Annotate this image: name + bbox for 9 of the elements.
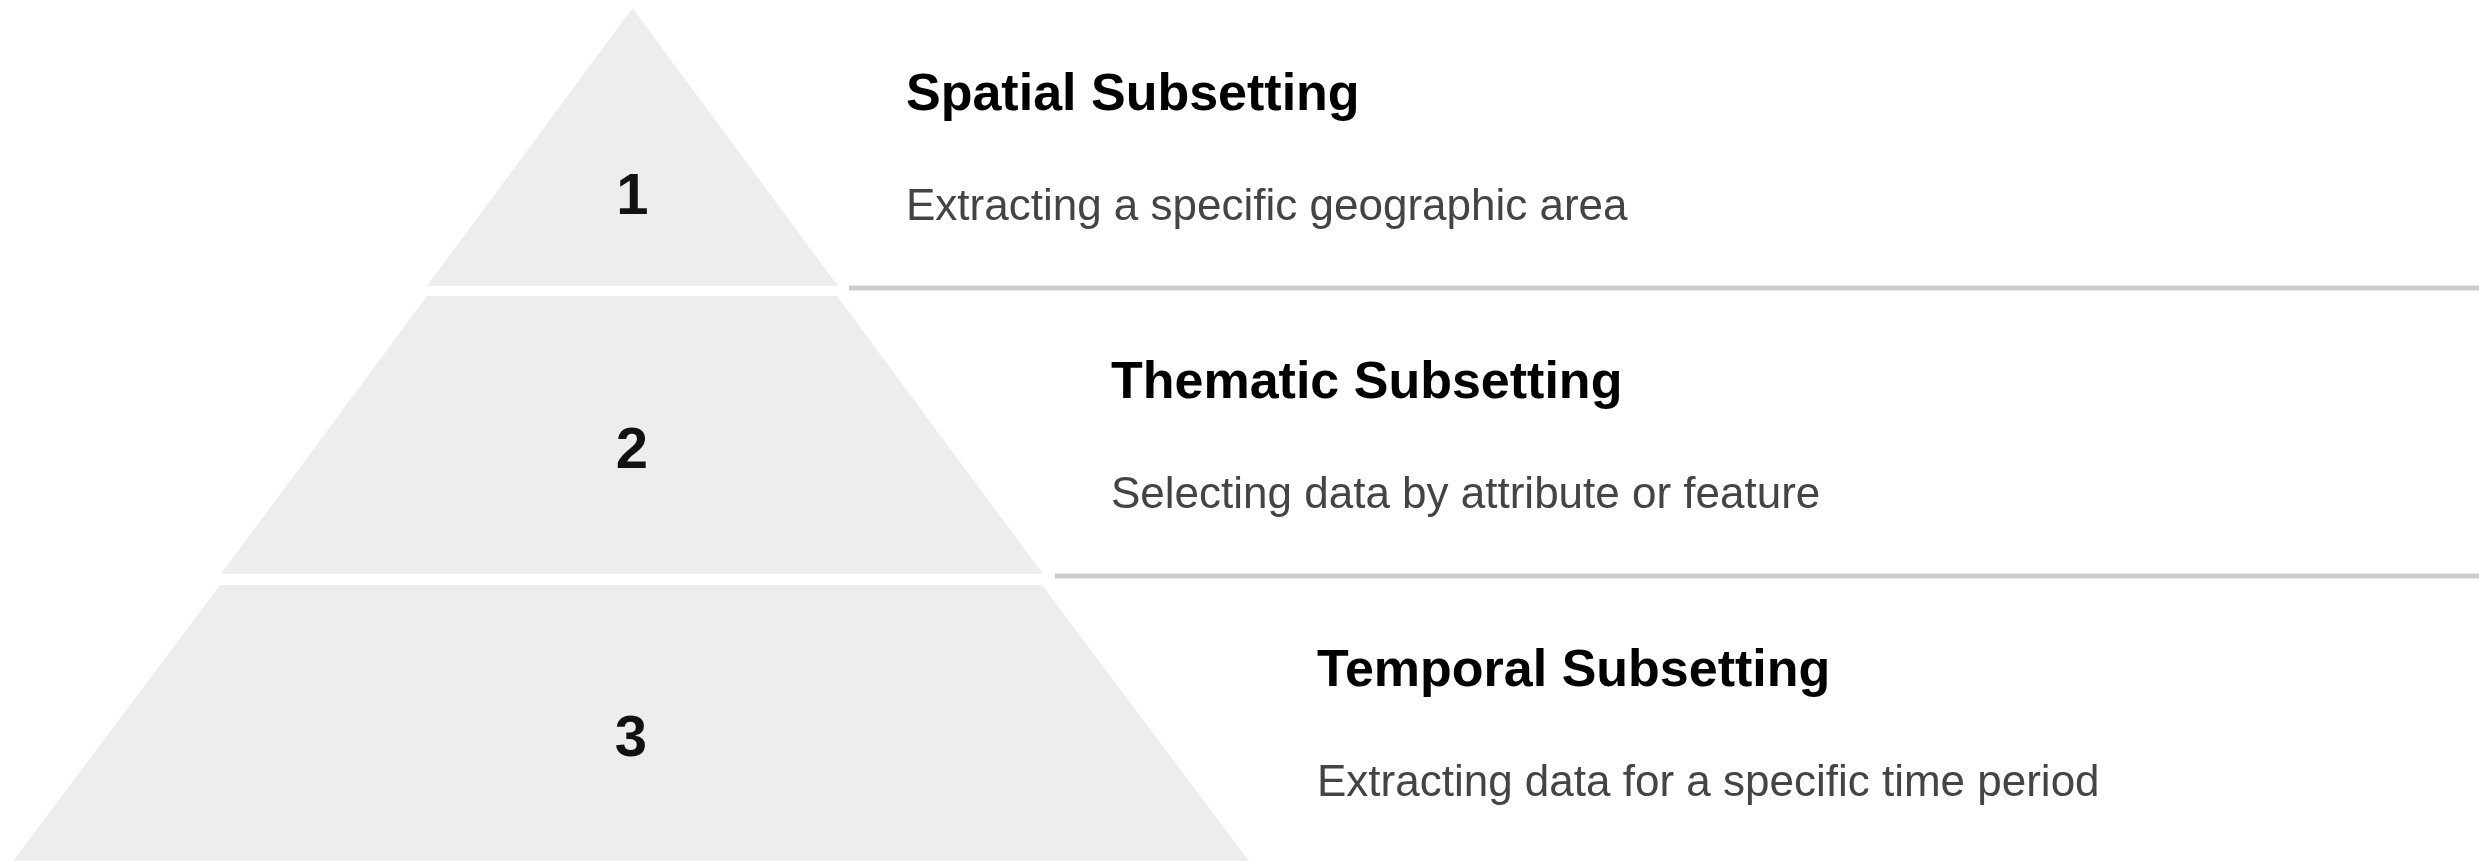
level-description: Extracting a specific geographic area — [906, 180, 1628, 230]
level-number: 1 — [615, 159, 650, 227]
level-description: Extracting data for a specific time period — [1317, 756, 2100, 806]
level-number: 2 — [614, 413, 650, 481]
level-description: Selecting data by attribute or feature — [1111, 468, 1821, 518]
level-heading: Temporal Subsetting — [1317, 638, 1831, 698]
level-heading: Thematic Subsetting — [1111, 350, 1623, 410]
level-heading: Spatial Subsetting — [906, 62, 1360, 122]
level-number: 3 — [613, 701, 649, 769]
